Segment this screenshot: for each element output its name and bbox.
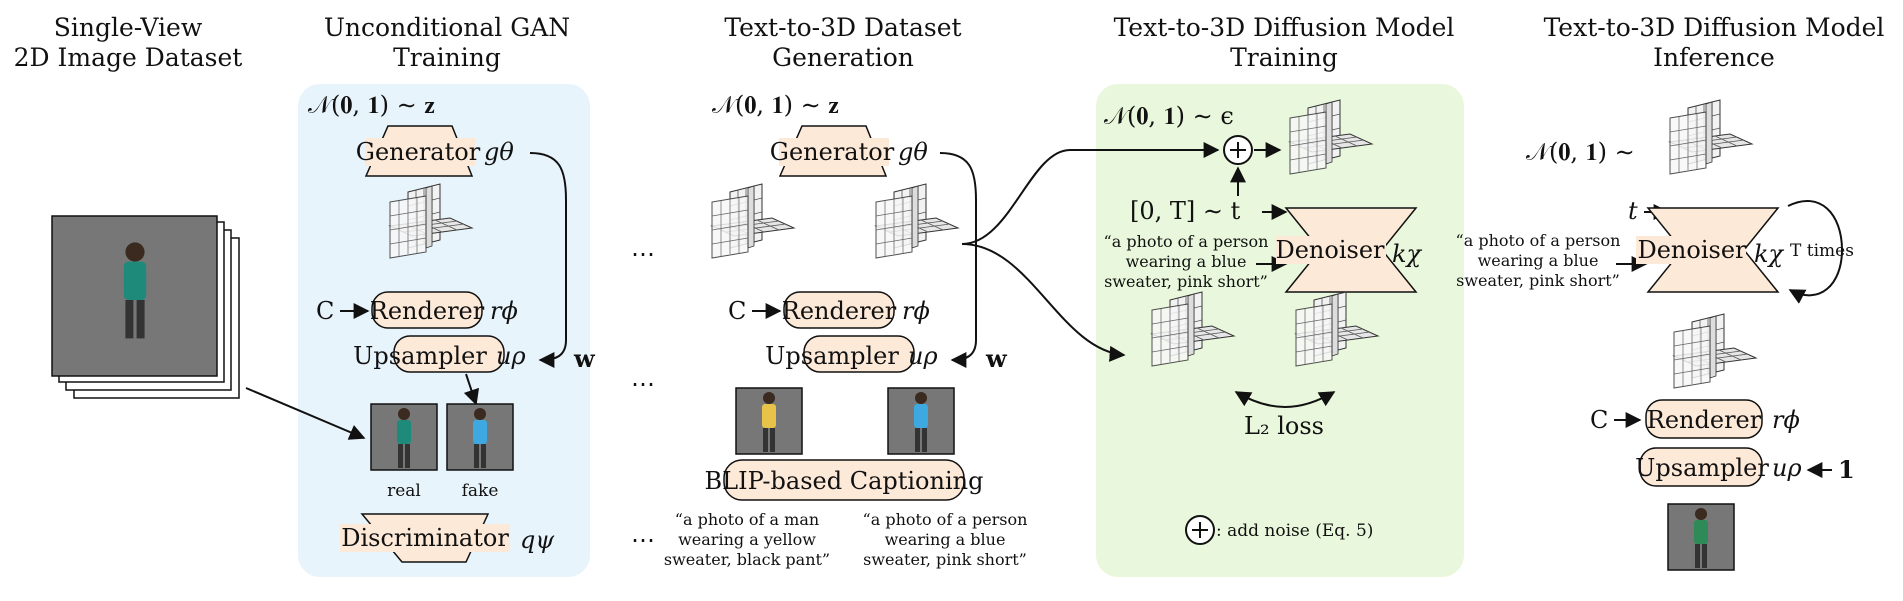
gan-renderer-symbol: rϕ: [490, 297, 518, 325]
inf-times: T times: [1790, 241, 1854, 261]
gen-generator-label-bg: [779, 138, 889, 166]
gan-title-line2: Training: [393, 43, 501, 72]
inf-noise: 𝒩(𝟎, 𝟏) ∼: [1526, 138, 1635, 166]
dataset-title-line2: 2D Image Dataset: [14, 43, 243, 72]
gan-upsampler-label: Upsampler: [353, 342, 487, 370]
train-prompt-line2: wearing a blue: [1126, 252, 1247, 271]
gan-w: w: [573, 344, 596, 373]
gen-triplane-icon-1: [711, 183, 795, 259]
inf-prompt-line2: wearing a blue: [1478, 251, 1599, 270]
triplane-to-target-arrow: [961, 243, 1126, 362]
inf-upsampler-label: Upsampler: [1635, 454, 1769, 482]
gan-real-label: real: [387, 481, 421, 501]
gen-caption1-line2: wearing a yellow: [678, 530, 816, 549]
blip-captioning-box: [723, 459, 965, 501]
gan-noise: 𝒩(𝟎, 𝟏) ∼ 𝐳: [308, 91, 435, 119]
inf-time: t: [1628, 197, 1638, 225]
train-prompt-line1: “a photo of a person: [1104, 232, 1269, 251]
gen-upsampler-symbol: uρ: [908, 342, 938, 370]
gen-triplane-icon-2: [875, 183, 959, 259]
gen-caption1-line1: “a photo of a man: [675, 510, 819, 529]
gen-caption2-line1: “a photo of a person: [863, 510, 1028, 529]
gan-discriminator-label-bg: [340, 524, 510, 552]
image-dataset-stack: [51, 215, 240, 399]
inf-prompt-line1: “a photo of a person: [1456, 231, 1621, 250]
gan-generator-label: Generator: [356, 138, 481, 166]
gan-upsampler-box: [393, 335, 505, 373]
train-time: [0, T] ∼ t: [1130, 197, 1241, 225]
gan-discriminator-label: Discriminator: [341, 524, 509, 552]
gan-fake-arrow: [463, 373, 480, 406]
gen-title-line1: Text-to-3D Dataset: [724, 13, 961, 42]
inf-denoiser-label-bg: [1636, 236, 1746, 264]
ellipsis-2: ⋯: [631, 370, 655, 398]
inf-one: 1: [1838, 455, 1855, 484]
gan-renderer-label: Renderer: [370, 297, 485, 325]
loop-arrow: [1787, 200, 1844, 304]
diff-train-title-line2: Training: [1230, 43, 1338, 72]
train-loss: L₂ loss: [1244, 412, 1324, 440]
inf-denoiser-symbol: kχ: [1754, 240, 1785, 268]
inf-denoiser-label: Denoiser: [1637, 236, 1747, 264]
gen-caption2-line3: sweater, pink short”: [863, 550, 1027, 569]
blip-captioning-label: BLIP-based Captioning: [705, 467, 984, 495]
diff-train-title-line1: Text-to-3D Diffusion Model: [1114, 13, 1455, 42]
gen-upsampler-label: Upsampler: [765, 342, 899, 370]
gen-generator-label: Generator: [770, 138, 895, 166]
ellipsis-3: ⋯: [631, 526, 655, 554]
gan-discriminator-symbol: qψ: [520, 526, 555, 554]
gen-caption2-line2: wearing a blue: [885, 530, 1006, 549]
gan-title-line1: Unconditional GAN: [324, 13, 570, 42]
gan-generator-label-bg: [365, 138, 475, 166]
gan-camera: C: [316, 297, 334, 325]
gen-upsampler-box: [803, 335, 915, 373]
diff-inf-title-line2: Inference: [1653, 43, 1775, 72]
inf-renderer-box: [1645, 399, 1763, 439]
gan-w-arrow: [529, 152, 567, 368]
gan-fake-label: fake: [462, 481, 499, 501]
train-denoiser-label: Denoiser: [1275, 236, 1385, 264]
gen-w: w: [985, 344, 1008, 373]
gen-renderer-symbol: rϕ: [902, 297, 930, 325]
gen-camera: C: [728, 297, 746, 325]
gen-noise: 𝒩(𝟎, 𝟏) ∼ 𝐳: [712, 91, 839, 119]
dataset-arrow: [245, 387, 366, 440]
gan-renderer-box: [371, 291, 483, 329]
train-denoiser-label-bg: [1276, 236, 1386, 264]
gen-title-line2: Generation: [772, 43, 914, 72]
inf-camera: C: [1590, 406, 1608, 434]
legend-add-noise-text: : add noise (Eq. 5): [1216, 521, 1373, 541]
gen-renderer-label: Renderer: [782, 297, 897, 325]
gen-generator-symbol: gθ: [898, 138, 928, 166]
train-prompt-line3: sweater, pink short”: [1104, 272, 1268, 291]
dataset-title-line1: Single-View: [54, 13, 203, 42]
gen-w-arrow: [939, 152, 977, 368]
inf-upsampler-symbol: uρ: [1772, 454, 1802, 482]
inf-noise-triplane-icon: [1669, 99, 1753, 175]
ellipsis-1: ⋯: [631, 240, 655, 268]
train-denoiser-symbol: kχ: [1392, 240, 1423, 268]
inf-renderer-symbol: rϕ: [1772, 406, 1800, 434]
diff-inf-title-line1: Text-to-3D Diffusion Model: [1544, 13, 1885, 42]
inf-upsampler-box: [1639, 447, 1763, 487]
gen-caption1-line3: sweater, black pant”: [664, 550, 830, 569]
inf-output-triplane-icon: [1673, 313, 1757, 389]
triplane-to-noise-arrow: [961, 142, 1220, 245]
inf-prompt-line3: sweater, pink short”: [1456, 271, 1620, 290]
gan-upsampler-symbol: uρ: [496, 342, 526, 370]
train-noise: 𝒩(𝟎, 𝟏) ∼ ϵ: [1104, 102, 1234, 130]
diffusion-training-panel: [1096, 84, 1464, 577]
gan-generator-symbol: gθ: [484, 138, 514, 166]
gen-renderer-box: [783, 291, 895, 329]
inf-renderer-label: Renderer: [1647, 406, 1762, 434]
loss-arrow: [1234, 391, 1336, 408]
